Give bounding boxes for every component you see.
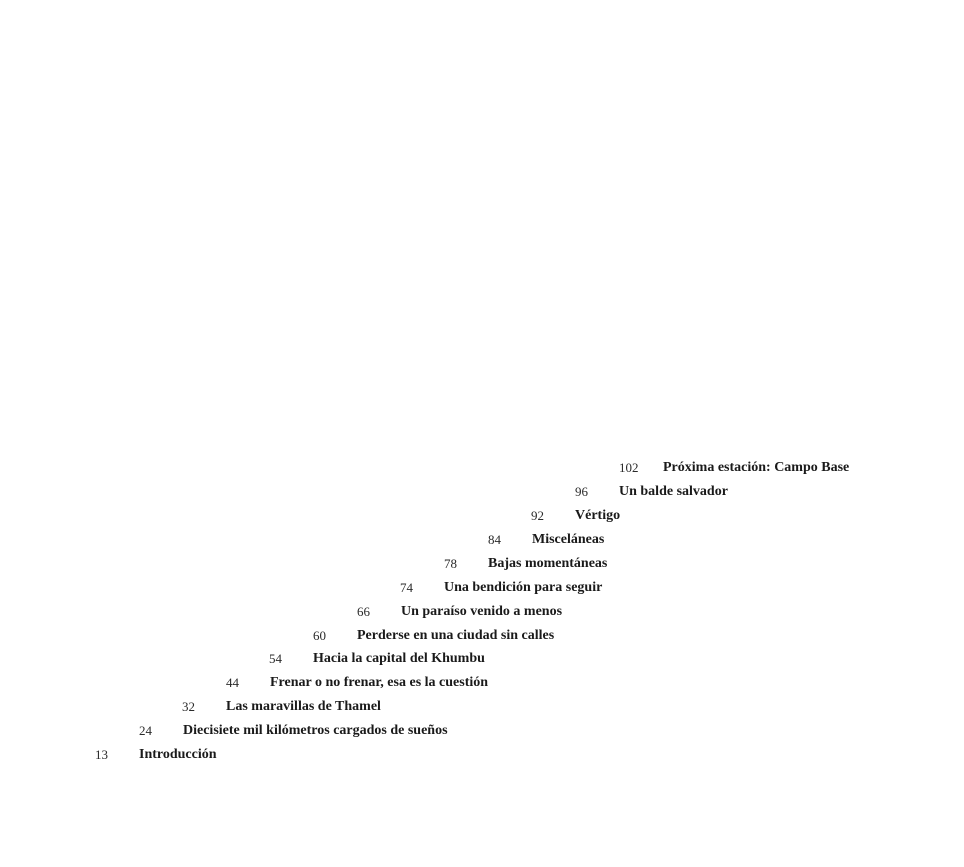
- toc-page-number: 66: [357, 604, 370, 619]
- toc-page-number: 102: [619, 460, 639, 475]
- toc-page-number: 60: [313, 628, 326, 643]
- toc-chapter-title: Una bendición para seguir: [444, 580, 603, 595]
- toc-page-number: 13: [95, 747, 108, 762]
- toc-chapter-title: Vértigo: [575, 508, 621, 523]
- toc-chapter-title: Perderse en una ciudad sin calles: [357, 628, 555, 643]
- toc-chapter-title: Próxima estación: Campo Base: [663, 460, 850, 475]
- toc-chapter-title: Diecisiete mil kilómetros cargados de su…: [183, 723, 448, 738]
- toc-chapter-title: Misceláneas: [532, 532, 605, 547]
- toc-chapter-title: Bajas momentáneas: [488, 556, 608, 571]
- toc-page-number: 84: [488, 532, 501, 547]
- toc-page-number: 24: [139, 723, 152, 738]
- toc-chapter-title: Introducción: [139, 747, 217, 762]
- toc-page-number: 92: [531, 508, 544, 523]
- toc-page-number: 32: [182, 699, 195, 714]
- toc-chapter-title: Un paraíso venido a menos: [401, 604, 563, 619]
- toc-chapter-title: Hacia la capital del Khumbu: [313, 651, 485, 666]
- toc-chapter-title: Las maravillas de Thamel: [226, 699, 381, 714]
- toc-page-number: 74: [400, 580, 413, 595]
- toc-page-number: 54: [269, 651, 282, 666]
- toc-page-number: 44: [226, 675, 239, 690]
- toc-page-number: 96: [575, 484, 588, 499]
- toc-chapter-title: Frenar o no frenar, esa es la cuestión: [270, 675, 489, 690]
- toc-page-number: 78: [444, 556, 457, 571]
- toc-chapter-title: Un balde salvador: [619, 484, 728, 499]
